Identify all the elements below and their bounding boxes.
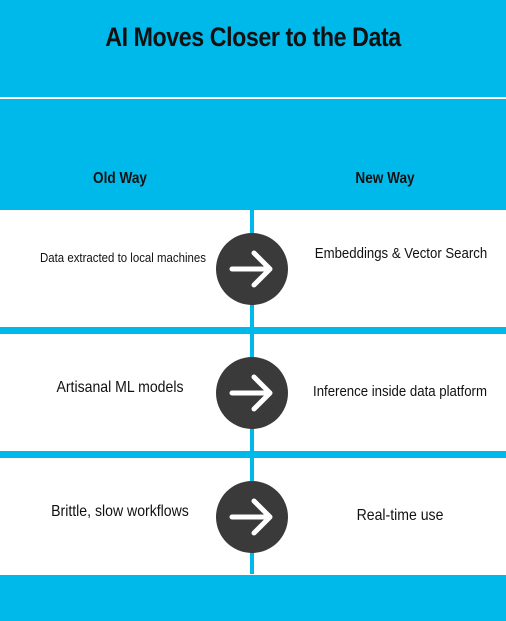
new-way-item-3: Real-time use: [356, 507, 444, 524]
old-way-item-2: Artisanal ML models: [56, 379, 184, 396]
old-way-item-1: Data extracted to local machines: [40, 250, 206, 265]
arrow-right-icon: [216, 357, 288, 429]
header-new-way: New Way: [355, 170, 415, 187]
new-way-item-2: Inference inside data platform: [313, 383, 487, 400]
page-title: AI Moves Closer to the Data: [105, 22, 401, 52]
title-divider: [0, 97, 506, 99]
new-way-item-1: Embeddings & Vector Search: [314, 245, 488, 262]
arrow-right-icon: [216, 481, 288, 553]
header-old-way: Old Way: [93, 170, 147, 187]
arrow-right-icon: [216, 233, 288, 305]
old-way-item-3: Brittle, slow workflows: [51, 503, 189, 520]
